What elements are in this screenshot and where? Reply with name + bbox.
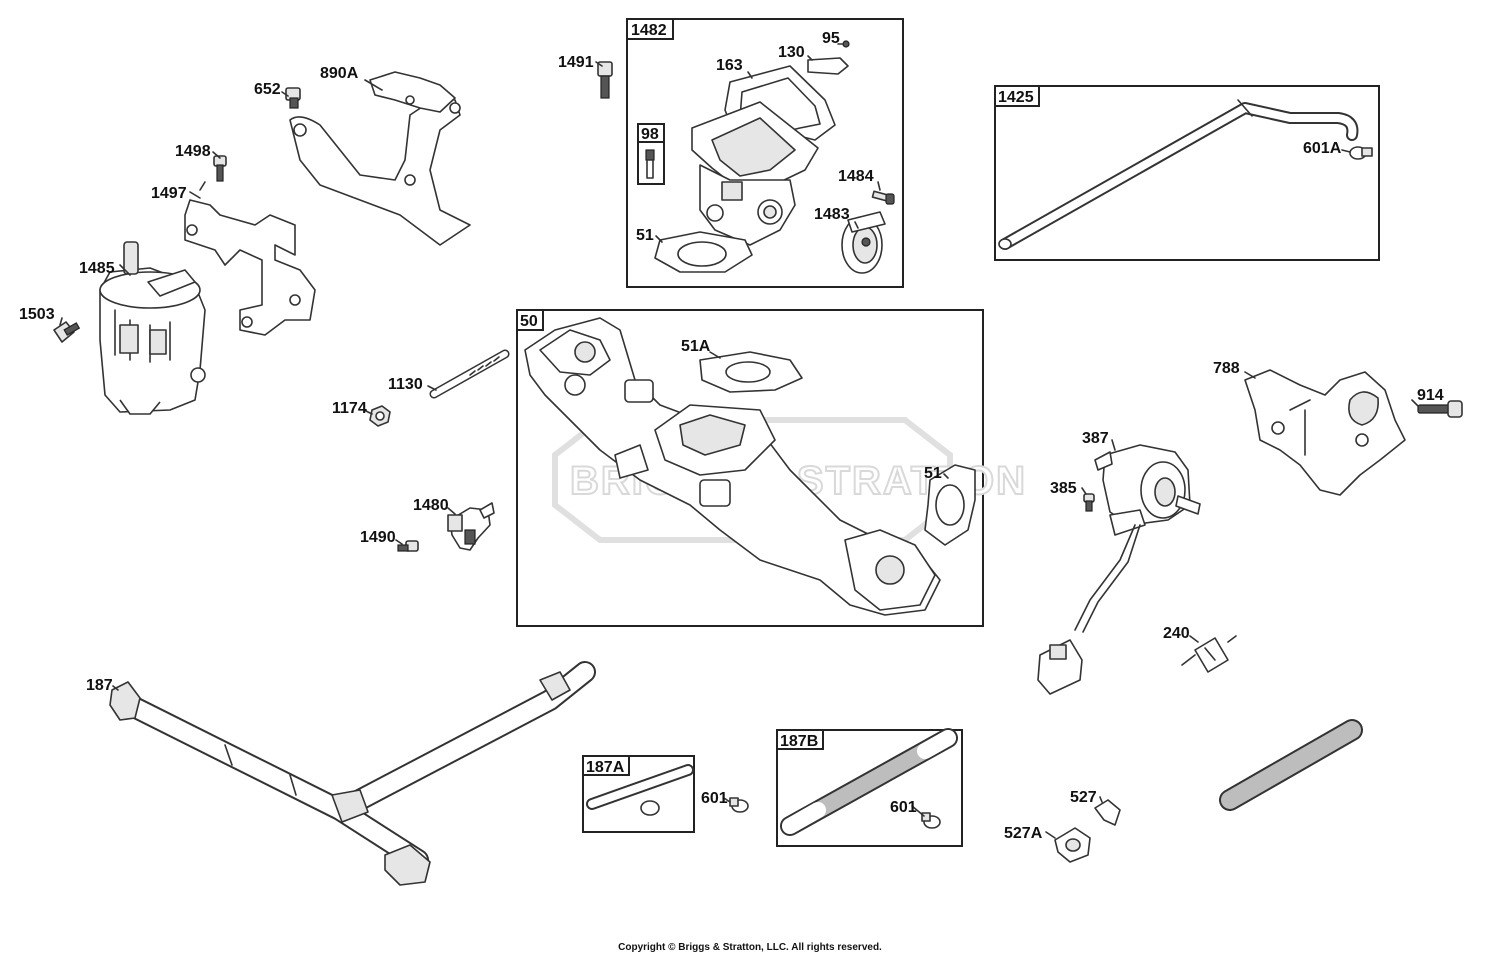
hose-187A-icon — [586, 764, 694, 816]
group-box-1425: 1425 — [994, 85, 1380, 261]
fuel-line-1425-icon — [998, 99, 1359, 250]
gasket-130-icon — [807, 57, 849, 75]
part-label-187[interactable]: 187 — [86, 677, 113, 694]
throttle-body-1482-icon — [691, 101, 819, 246]
part-labels: 652 890A 1498 1497 1485 1503 1491 95 130… — [19, 30, 1444, 842]
screw-1503-icon — [53, 321, 81, 343]
fuel-injector-1480-icon — [447, 502, 495, 551]
part-label-163[interactable]: 163 — [716, 57, 743, 74]
part-label-385[interactable]: 385 — [1050, 480, 1077, 497]
part-label-51A[interactable]: 51A — [681, 338, 711, 355]
hose-187B-icon — [780, 728, 958, 836]
part-label-601A[interactable]: 601A — [1303, 140, 1342, 157]
part-label-1485[interactable]: 1485 — [79, 260, 115, 277]
part-label-1498[interactable]: 1498 — [175, 143, 211, 160]
fuel-filter-240-icon — [1181, 635, 1237, 673]
part-label-1490[interactable]: 1490 — [360, 529, 396, 546]
stud-1130-icon — [429, 349, 510, 399]
bracket-788-icon — [1244, 369, 1406, 496]
part-label-601-a[interactable]: 601 — [701, 790, 728, 807]
group-box-98: 98 — [637, 123, 665, 185]
part-label-187A[interactable]: 187A — [586, 759, 625, 776]
clamp-601A-icon — [1349, 146, 1373, 160]
hose-assembly-187-icon — [109, 661, 596, 886]
group-box-187A: 187A — [582, 755, 695, 833]
intake-manifold-50-icon — [524, 317, 941, 616]
clamp-601-b-icon — [921, 812, 941, 829]
part-label-95[interactable]: 95 — [822, 30, 840, 47]
group-box-187B: 187B — [776, 729, 963, 847]
gasket-51A-icon — [699, 351, 803, 393]
screw-1498-icon — [213, 155, 227, 182]
part-label-601-b[interactable]: 601 — [890, 799, 917, 816]
part-label-527[interactable]: 527 — [1070, 789, 1097, 806]
group-box-1482: 1482 — [626, 18, 904, 288]
bolt-1491-icon — [597, 61, 613, 99]
part-label-1491[interactable]: 1491 — [558, 54, 594, 71]
fuel-pump-387-icon — [1037, 444, 1201, 695]
clamp-601-a-icon — [729, 797, 749, 813]
part-label-1503[interactable]: 1503 — [19, 306, 55, 323]
sensor-1483-icon — [841, 211, 886, 274]
part-label-652[interactable]: 652 — [254, 81, 281, 98]
bolt-652-icon — [285, 87, 301, 109]
fuel-pump-module-1485-icon — [99, 241, 206, 415]
part-label-51-right[interactable]: 51 — [924, 465, 942, 482]
leader-lines — [59, 43, 1419, 839]
part-label-130[interactable]: 130 — [778, 44, 805, 61]
screw-1484-icon — [871, 190, 895, 205]
screw-98-icon — [645, 149, 655, 179]
part-label-527A[interactable]: 527A — [1004, 825, 1043, 842]
nut-1174-icon — [369, 405, 391, 427]
bolt-914-icon — [1417, 400, 1463, 418]
part-label-914[interactable]: 914 — [1417, 387, 1444, 404]
part-label-50[interactable]: 50 — [520, 313, 538, 330]
part-label-1483[interactable]: 1483 — [814, 206, 850, 223]
bracket-1497-icon — [184, 181, 316, 336]
copyright-notice: Copyright © Briggs & Stratton, LLC. All … — [618, 942, 882, 953]
part-label-890A[interactable]: 890A — [320, 65, 359, 82]
part-label-1130[interactable]: 1130 — [388, 376, 423, 393]
screw-385-icon — [1083, 493, 1095, 512]
part-label-240[interactable]: 240 — [1163, 625, 1190, 642]
bracket-890A-icon — [289, 71, 471, 246]
screw-1490-icon — [397, 540, 419, 552]
gasket-51-right-icon — [924, 464, 976, 546]
part-label-1482[interactable]: 1482 — [631, 22, 667, 39]
clip-527A-icon — [1054, 827, 1091, 863]
group-box-50: 50 — [516, 309, 984, 627]
part-label-1174[interactable]: 1174 — [332, 400, 367, 417]
part-label-1480[interactable]: 1480 — [413, 497, 449, 514]
corrugated-hose-icon — [1219, 719, 1363, 811]
screw-95-icon — [842, 40, 850, 48]
part-label-1425[interactable]: 1425 — [998, 89, 1034, 106]
part-label-387[interactable]: 387 — [1082, 430, 1109, 447]
gasket-51-top-icon — [654, 231, 753, 273]
part-label-1484[interactable]: 1484 — [838, 168, 874, 185]
part-label-51-top[interactable]: 51 — [636, 227, 654, 244]
part-label-788[interactable]: 788 — [1213, 360, 1240, 377]
part-label-98[interactable]: 98 — [641, 126, 659, 143]
part-label-1497[interactable]: 1497 — [151, 185, 187, 202]
clip-527-icon — [1094, 799, 1121, 826]
part-label-187B[interactable]: 187B — [780, 733, 818, 750]
